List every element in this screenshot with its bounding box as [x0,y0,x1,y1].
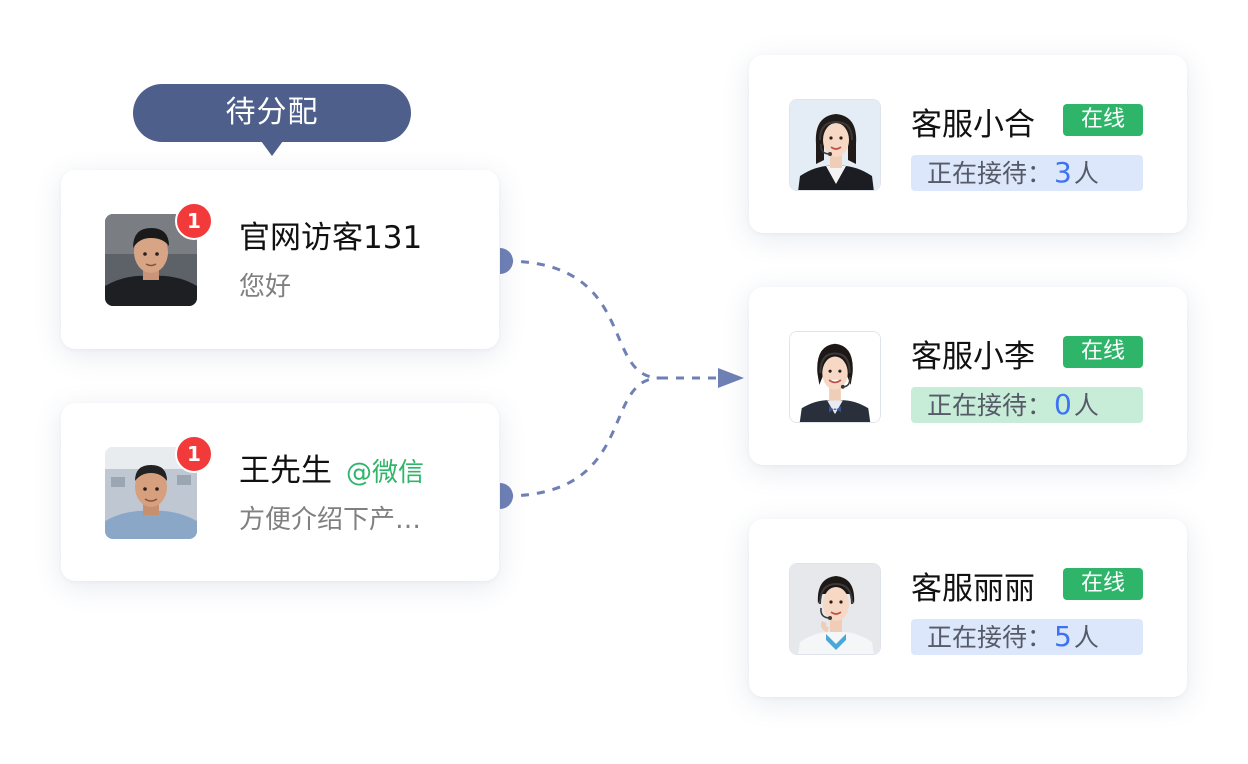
serving-label: 正在接待： [927,159,1053,188]
agent-name: 客服丽丽 [911,571,1035,607]
serving-unit: 人 [1073,159,1099,188]
serving-number: 0 [1054,388,1072,421]
avatar [105,214,197,306]
visitor-name: 官网访客131 [239,212,422,257]
status-badge: 在线 [1063,336,1143,368]
agent-card[interactable]: 客服丽丽 在线 正在接待：5人 [749,519,1187,697]
unread-badge: 1 [175,202,213,240]
visitor-card[interactable]: 1 王先生 @微信 方便介绍下产… [61,403,499,581]
visitor-name-text: 官网访客131 [239,220,423,256]
woman-headset-portrait-icon [790,564,880,654]
connector-dot-top [500,248,513,274]
avatar [105,447,197,539]
visitor-name: 王先生 @微信 [239,445,424,490]
connector-dot-bottom [500,483,513,509]
serving-label: 正在接待： [927,391,1053,420]
status-badge: 在线 [1063,104,1143,136]
avatar [789,331,881,423]
agent-card[interactable]: 客服小合 在线 正在接待：3人 [749,55,1187,233]
serving-label: 正在接待： [927,623,1053,652]
agent-name: 客服小李 [911,339,1035,375]
visitor-source: @微信 [346,458,425,488]
pending-label-text: 待分配 [225,95,319,130]
woman-headset-portrait-icon [790,100,880,190]
visitor-message: 方便介绍下产… [239,505,422,535]
serving-count: 正在接待：3人 [911,155,1143,191]
agent-card[interactable]: 客服小李 在线 正在接待：0人 [749,287,1187,465]
connector-line-top [504,259,661,380]
serving-count: 正在接待：5人 [911,619,1143,655]
serving-number: 3 [1054,156,1072,189]
serving-number: 5 [1054,620,1072,653]
man-portrait-dark-jacket-icon [105,214,197,306]
avatar [789,563,881,655]
visitor-card[interactable]: 1 官网访客131 您好 [61,170,499,349]
agent-name: 客服小合 [911,107,1035,143]
arrow-right-icon [718,368,744,388]
pending-label: 待分配 [133,84,411,156]
serving-unit: 人 [1073,623,1099,652]
serving-unit: 人 [1073,391,1099,420]
woman-headset-portrait-icon [790,332,880,422]
bubble-pointer [261,141,283,156]
status-badge: 在线 [1063,568,1143,600]
man-portrait-office-icon [105,447,197,539]
connector-line-bottom [504,376,661,498]
visitor-message: 您好 [239,272,292,302]
avatar [789,99,881,191]
serving-count: 正在接待：0人 [911,387,1143,423]
unread-badge: 1 [175,435,213,473]
visitor-name-text: 王先生 [239,453,332,489]
